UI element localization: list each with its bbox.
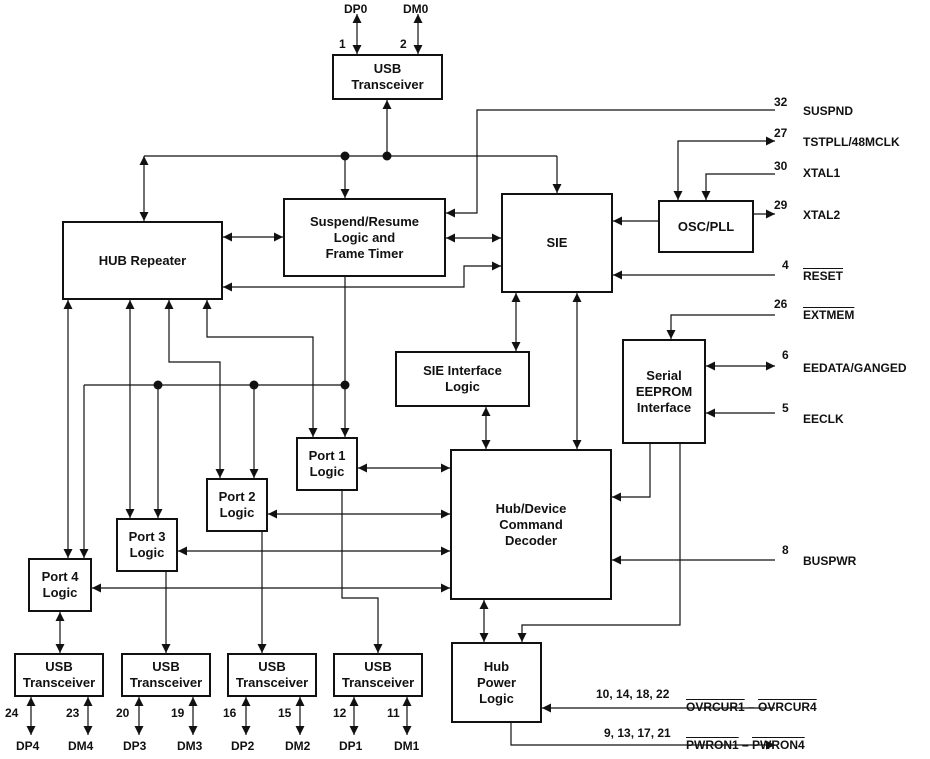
signal-eeclk: EECLK	[803, 412, 844, 426]
sie-block: SIE	[501, 193, 613, 293]
wire-pwron-pin	[510, 723, 775, 750]
signal-xtal1: XTAL1	[803, 166, 841, 180]
pin-dp3: 20	[116, 706, 130, 720]
pin-dm2: 15	[278, 706, 292, 720]
wire-xtal1-pin	[701, 173, 775, 200]
port2-logic-block: Port 2 Logic	[206, 478, 268, 532]
signal-extmem: EXTMEM	[803, 308, 855, 322]
junction-port3	[153, 380, 163, 390]
junction-port1	[340, 380, 350, 390]
pin-eeclk: 5	[782, 401, 789, 415]
pin-xtal2: 29	[774, 198, 788, 212]
pin-tstpll: 27	[774, 126, 788, 140]
hub-power-logic-block: Hub Power Logic	[451, 642, 542, 723]
port1-logic-block: Port 1 Logic	[296, 437, 358, 491]
signal-dp1: DP1	[339, 739, 363, 753]
pin-suspnd: 32	[774, 95, 788, 109]
usb-transceiver-port2: USB Transceiver	[227, 653, 317, 697]
signal-pwron1: PWRON1	[686, 738, 739, 752]
wire-suspnd-pin	[446, 109, 775, 218]
signal-ovrcur4: OVRCUR4	[758, 700, 817, 714]
signal-ovrcur: OVRCUR1 – OVRCUR4	[686, 700, 817, 714]
signal-dm3: DM3	[177, 739, 203, 753]
pin-dm1: 11	[387, 706, 400, 720]
usb-transceiver-port1: USB Transceiver	[333, 653, 423, 697]
pin-dm4: 23	[66, 706, 80, 720]
wire-extmem-pin	[666, 314, 775, 339]
pin-pwron: 9, 13, 17, 21	[604, 726, 671, 740]
wire-eeprom-to-decoder	[612, 444, 651, 502]
pin-dp4: 24	[5, 706, 19, 720]
signal-dm1: DM1	[394, 739, 420, 753]
wire-tstpll-pin	[673, 136, 775, 200]
junction-port2	[249, 380, 259, 390]
serial-eeprom-interface-block: Serial EEPROM Interface	[622, 339, 706, 444]
signal-dp4: DP4	[16, 739, 40, 753]
pin-ovrcur: 10, 14, 18, 22	[596, 687, 670, 701]
usb-transceiver-port4: USB Transceiver	[14, 653, 104, 697]
signal-buspwr: BUSPWR	[803, 554, 857, 568]
junction-bus-suspend	[340, 151, 350, 161]
sie-interface-logic-block: SIE Interface Logic	[395, 351, 530, 407]
wire-port1-usb1	[341, 491, 383, 653]
hub-device-command-decoder-block: Hub/Device Command Decoder	[450, 449, 612, 600]
signal-suspnd: SUSPND	[803, 104, 854, 118]
pin-buspwr: 8	[782, 543, 789, 557]
pin-xtal1: 30	[774, 159, 788, 173]
signal-pwron4: PWRON4	[752, 738, 805, 752]
pin-dp2: 16	[223, 706, 237, 720]
signal-eedata-ganged: EEDATA/GANGED	[803, 361, 907, 375]
signal-pwron: PWRON1 – PWRON4	[686, 738, 805, 752]
signal-xtal2: XTAL2	[803, 208, 841, 222]
usb-transceiver-upstream: USB Transceiver	[332, 54, 443, 100]
junction-bus-usb	[382, 151, 392, 161]
pin-reset: 4	[782, 258, 789, 272]
pin-extmem: 26	[774, 297, 788, 311]
pin-dm0: 2	[400, 37, 407, 51]
port4-logic-block: Port 4 Logic	[28, 558, 92, 612]
wire-hub-repeater-port1	[202, 300, 318, 437]
signal-ovrcur1: OVRCUR1	[686, 700, 745, 714]
signal-dp2: DP2	[231, 739, 255, 753]
wire-hub-repeater-port2	[164, 300, 225, 478]
signal-dm2: DM2	[285, 739, 311, 753]
signal-tstpll-48mclk: TSTPLL/48MCLK	[803, 135, 900, 149]
ovrcur-range-dash: –	[744, 700, 759, 714]
pin-eedata: 6	[782, 348, 789, 362]
signal-dp3: DP3	[123, 739, 147, 753]
pin-dp0: 1	[339, 37, 346, 51]
pwron-range-dash: –	[738, 738, 753, 752]
suspend-resume-block: Suspend/Resume Logic and Frame Timer	[283, 198, 446, 277]
osc-pll-block: OSC/PLL	[658, 200, 754, 253]
hub-repeater-block: HUB Repeater	[62, 221, 223, 300]
pin-dp1: 12	[333, 706, 347, 720]
port3-logic-block: Port 3 Logic	[116, 518, 178, 572]
signal-dm4: DM4	[68, 739, 94, 753]
wire-sie-to-hub-repeater	[223, 261, 501, 292]
wire-eeprom-to-power	[517, 444, 681, 642]
signal-reset: RESET	[803, 269, 844, 283]
usb-transceiver-port3: USB Transceiver	[121, 653, 211, 697]
signal-dp0: DP0	[344, 2, 368, 16]
signal-dm0: DM0	[403, 2, 429, 16]
pin-dm3: 19	[171, 706, 185, 720]
